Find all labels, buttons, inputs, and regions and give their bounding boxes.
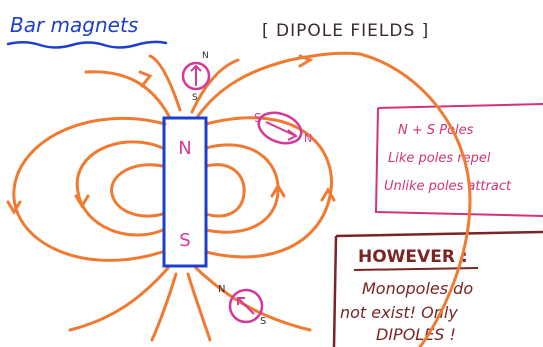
compass-top: N S — [181, 51, 211, 103]
compass-bottom-south: S — [260, 316, 266, 327]
compass-bottom-ring — [228, 288, 264, 324]
however-line-3: DIPOLES ! — [376, 325, 456, 344]
field-lines — [6, 51, 362, 342]
compass-top-ring — [181, 61, 211, 91]
facts-box: N + S Poles Like poles repel Unlike pole… — [374, 103, 543, 217]
field-line-inner-right-2 — [204, 163, 246, 218]
however-box-border — [332, 230, 543, 347]
field-arrow-2 — [74, 194, 90, 209]
field-line-top-right — [196, 51, 362, 118]
compass-right: S N — [254, 111, 312, 145]
field-line-top-left-2 — [148, 54, 182, 112]
field-line-top-left — [84, 70, 172, 120]
title-text: Bar magnets — [10, 13, 138, 37]
field-line-inner-left — [75, 140, 165, 237]
field-line-bottom-right-2 — [186, 272, 212, 342]
field-line-outer-left — [12, 116, 167, 262]
field-arrow-4 — [270, 183, 286, 198]
field-line-inner-left-2 — [110, 163, 165, 218]
field-arrow-6 — [298, 54, 314, 68]
bar-magnet-body — [162, 116, 208, 268]
compass-bottom: N S — [218, 284, 266, 327]
facts-line-3: Unlike poles attract — [384, 179, 512, 194]
compass-bottom-north: N — [218, 284, 225, 295]
facts-line-2: Like poles repel — [388, 151, 491, 166]
field-line-far-right — [358, 52, 472, 347]
field-line-bottom-left-2 — [150, 272, 178, 342]
field-arrow-3 — [320, 187, 336, 202]
compass-bottom-needle — [237, 297, 255, 315]
magnet-north-label: N — [178, 138, 191, 159]
compass-top-south: S — [192, 93, 198, 103]
however-heading: HOWEVER : — [358, 247, 468, 267]
compass-right-south: S — [254, 111, 262, 125]
compass-right-needle — [265, 121, 298, 141]
field-line-bottom-left — [68, 266, 170, 332]
field-arrow-1 — [6, 200, 22, 215]
dipole-fields-heading: [ DIPOLE FIELDS ] — [262, 21, 429, 41]
however-box: HOWEVER : Monopoles do not exist! Only D… — [332, 230, 543, 347]
field-line-inner-right — [204, 143, 280, 234]
however-line-2: not exist! Only — [340, 303, 458, 322]
compass-right-north: N — [304, 132, 312, 145]
title-underline — [6, 40, 168, 49]
compass-right-ring — [257, 111, 303, 145]
magnet-south-label: S — [179, 230, 190, 251]
field-arrow-5 — [138, 70, 153, 88]
compass-top-needle — [190, 64, 202, 86]
compass-top-north: N — [202, 51, 209, 61]
however-line-1: Monopoles do — [362, 279, 473, 298]
facts-line-1: N + S Poles — [398, 123, 474, 138]
bar-magnet: N S — [162, 116, 208, 268]
field-line-top-right-2 — [190, 58, 240, 114]
facts-box-border — [374, 103, 543, 217]
